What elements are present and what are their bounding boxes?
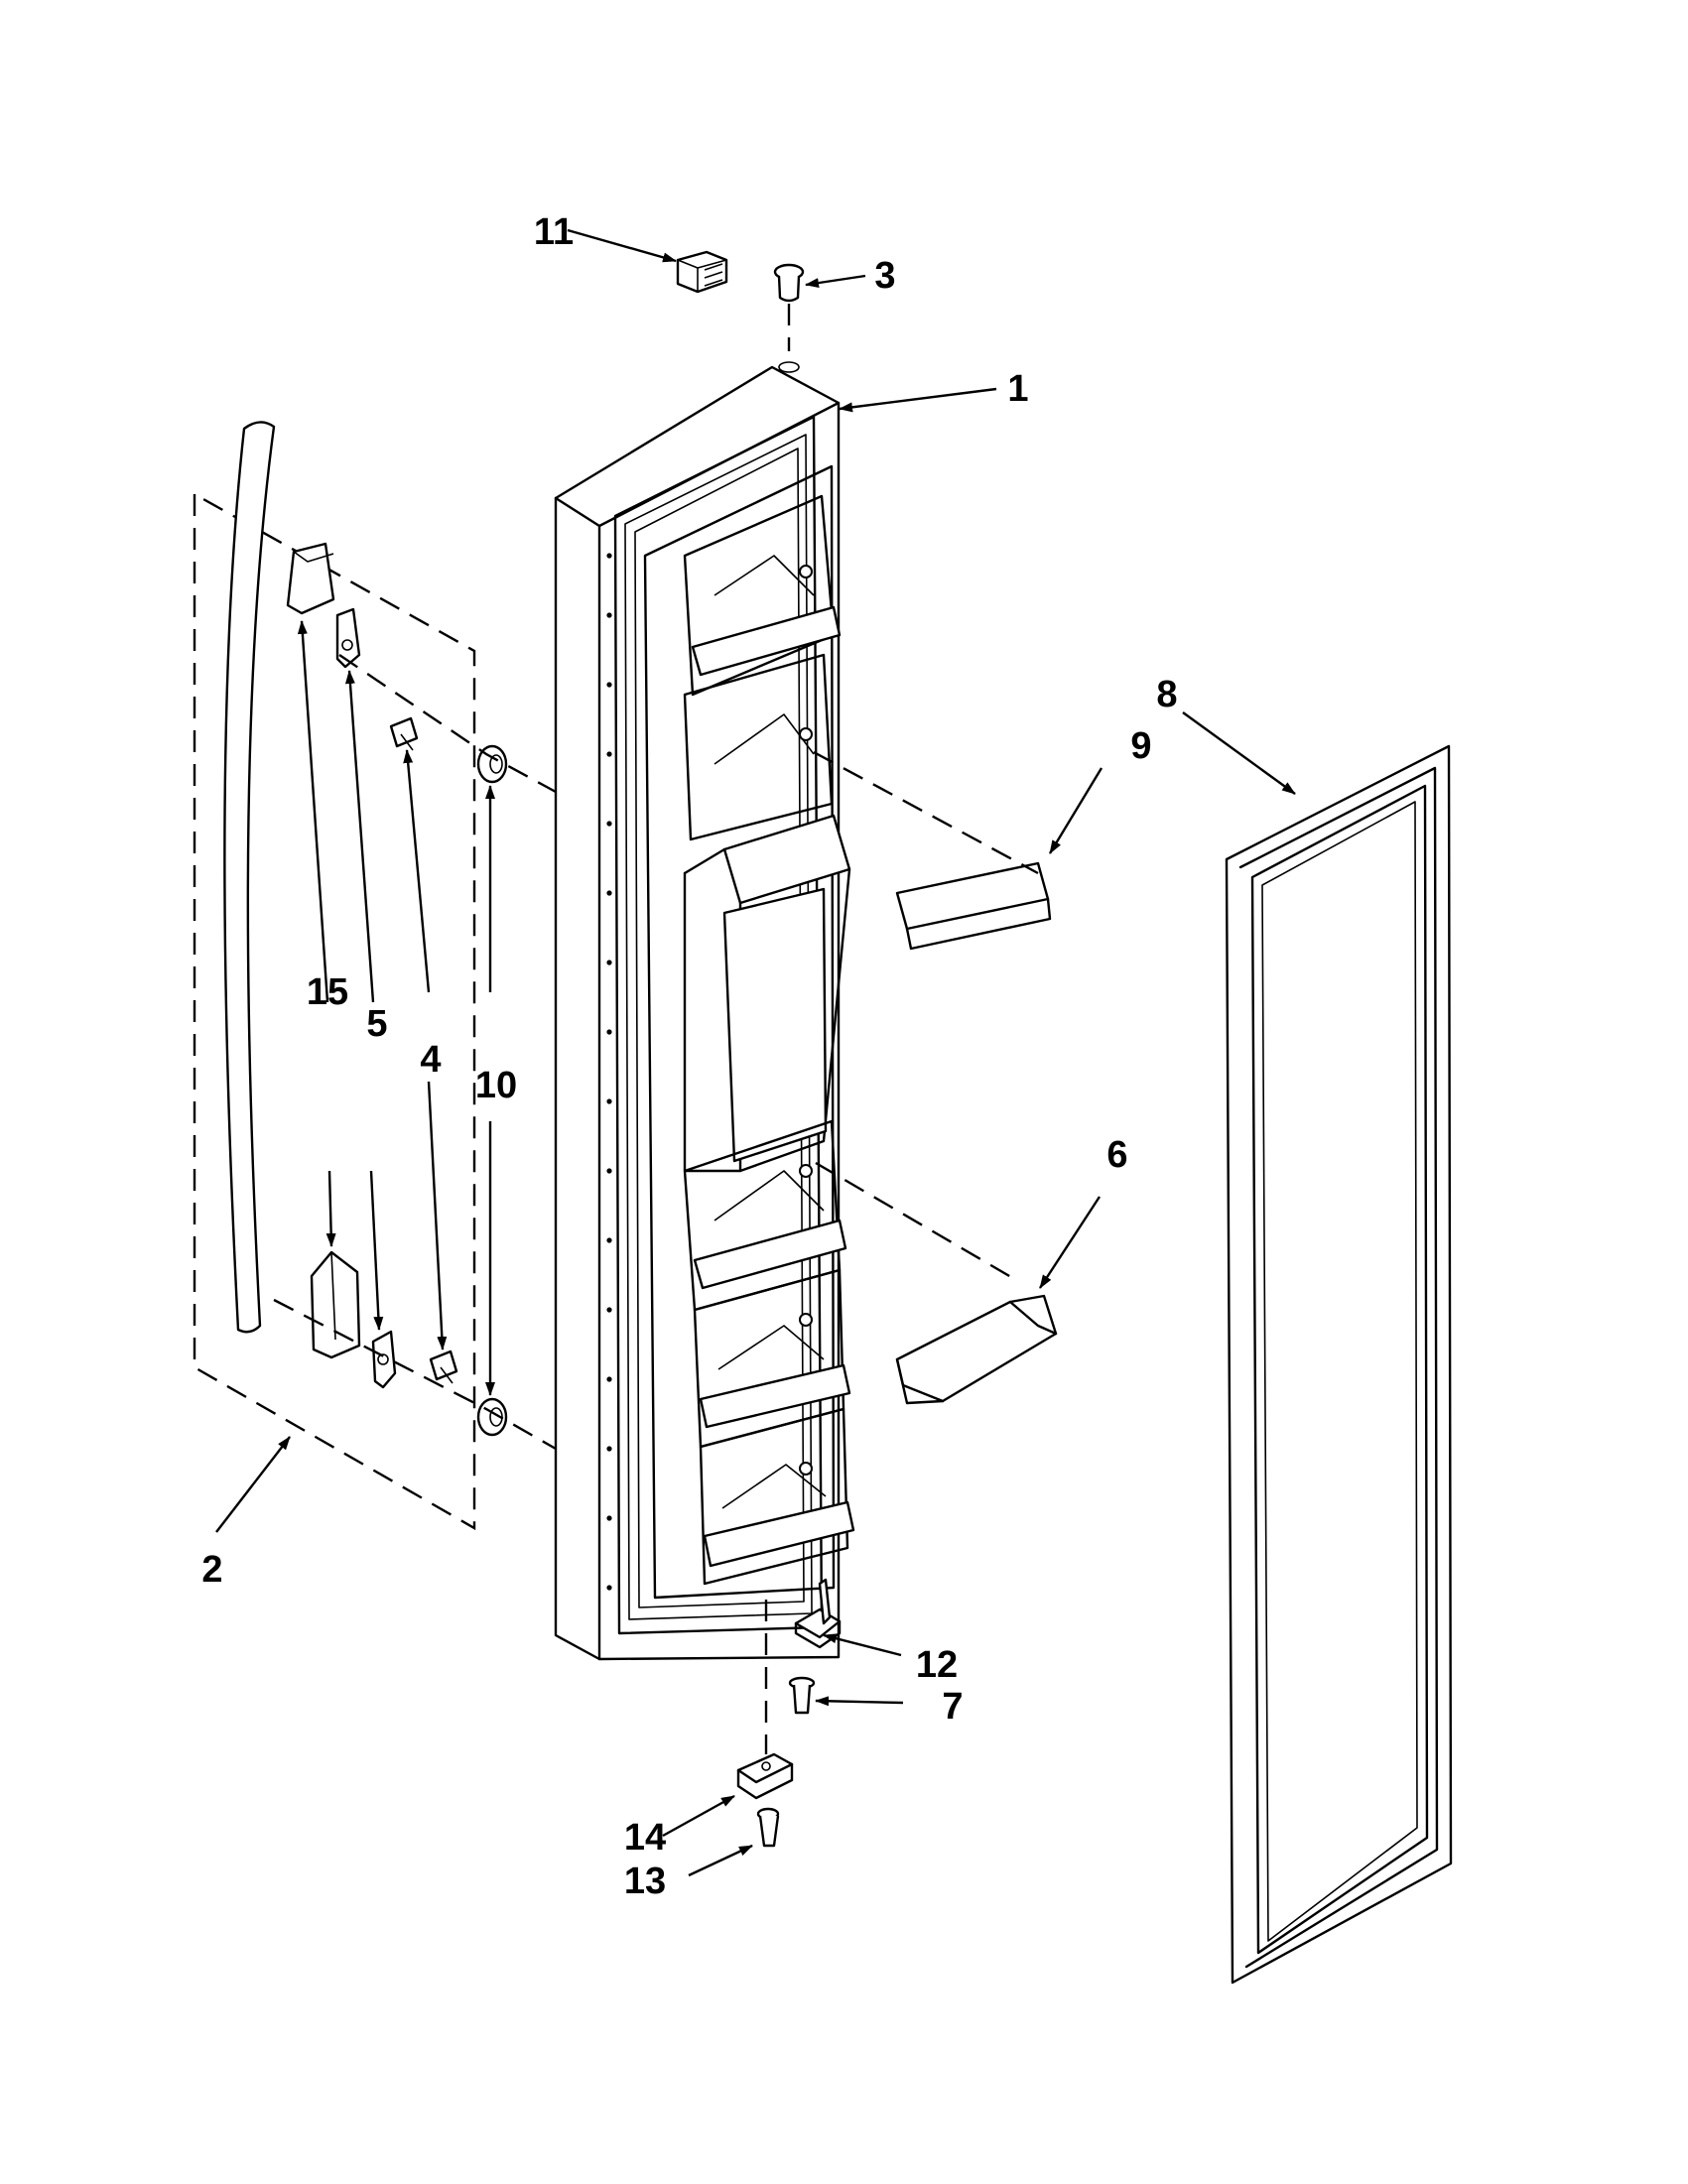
callout-9: 9: [1130, 725, 1151, 767]
callout-14: 14: [624, 1817, 666, 1859]
part-10-grommet-upper: [476, 744, 508, 784]
handle-bar: [223, 421, 276, 1334]
part-5-bracket-upper: [335, 607, 361, 669]
part-11-connector: [676, 250, 728, 294]
part-1-door: [554, 361, 855, 1661]
leader-lines: [215, 228, 1296, 1877]
callout-1: 1: [1007, 368, 1028, 410]
part-3-plug: [773, 263, 805, 351]
part-13-screw: [756, 1807, 780, 1848]
callout-11: 11: [534, 211, 574, 253]
part-4-screw-upper: [389, 716, 419, 751]
door-left-dots: [606, 553, 612, 1591]
part-5-bracket-lower: [371, 1330, 397, 1389]
callout-8: 8: [1156, 674, 1177, 715]
callout-10: 10: [475, 1065, 517, 1106]
callout-13: 13: [624, 1861, 666, 1902]
callout-6: 6: [1106, 1134, 1127, 1176]
callout-4: 4: [420, 1039, 441, 1081]
part-14-hinge-block: [736, 1600, 794, 1800]
part-7-screw: [788, 1676, 816, 1715]
part-15-end-cap-lower: [310, 1250, 361, 1359]
callout-2: 2: [201, 1549, 222, 1591]
part-8-gasket: [1225, 744, 1453, 1985]
callout-7: 7: [942, 1686, 963, 1728]
callout-15: 15: [307, 971, 348, 1013]
part-9-trim: [813, 750, 1052, 951]
callout-3: 3: [874, 255, 895, 297]
part-6-door-bin: [815, 1161, 1058, 1405]
part-15-end-cap-upper: [286, 542, 335, 615]
callout-5: 5: [366, 1003, 387, 1045]
callout-12: 12: [916, 1644, 958, 1686]
part-4-screw-lower: [429, 1349, 458, 1384]
part-12-hinge: [794, 1578, 842, 1649]
handle-kit-box: [193, 491, 476, 1531]
